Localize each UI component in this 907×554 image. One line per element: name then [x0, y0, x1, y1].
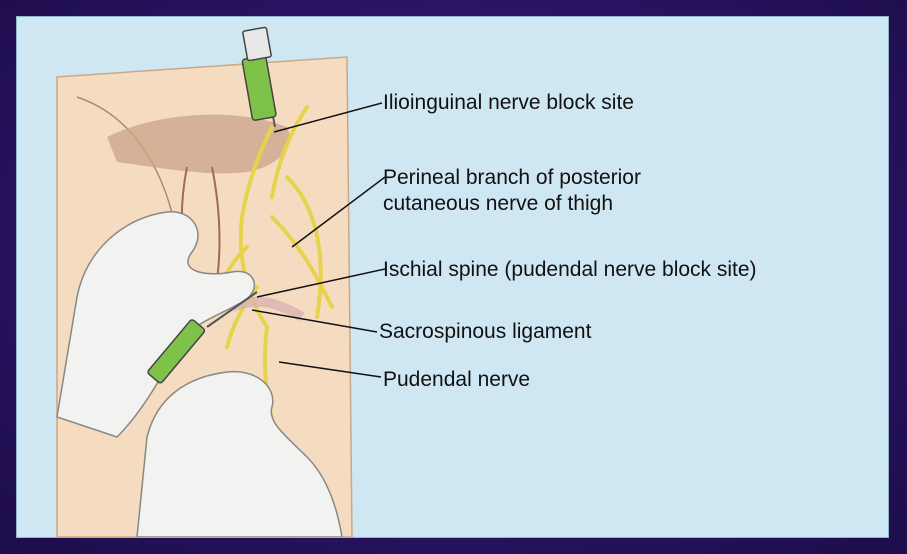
label-perineal-branch: Perineal branch of posterior cutaneous n…: [383, 165, 641, 217]
label-ilioinguinal: Ilioinguinal nerve block site: [383, 90, 634, 116]
figure-panel: Ilioinguinal nerve block site Perineal b…: [16, 16, 889, 538]
label-perineal-line1: Perineal branch of posterior: [383, 165, 641, 191]
label-pudendal-nerve: Pudendal nerve: [383, 367, 530, 393]
label-perineal-line2: cutaneous nerve of thigh: [383, 191, 641, 217]
label-ischial-spine: Ischial spine (pudendal nerve block site…: [383, 257, 757, 283]
label-sacrospinous: Sacrospinous ligament: [379, 319, 591, 345]
